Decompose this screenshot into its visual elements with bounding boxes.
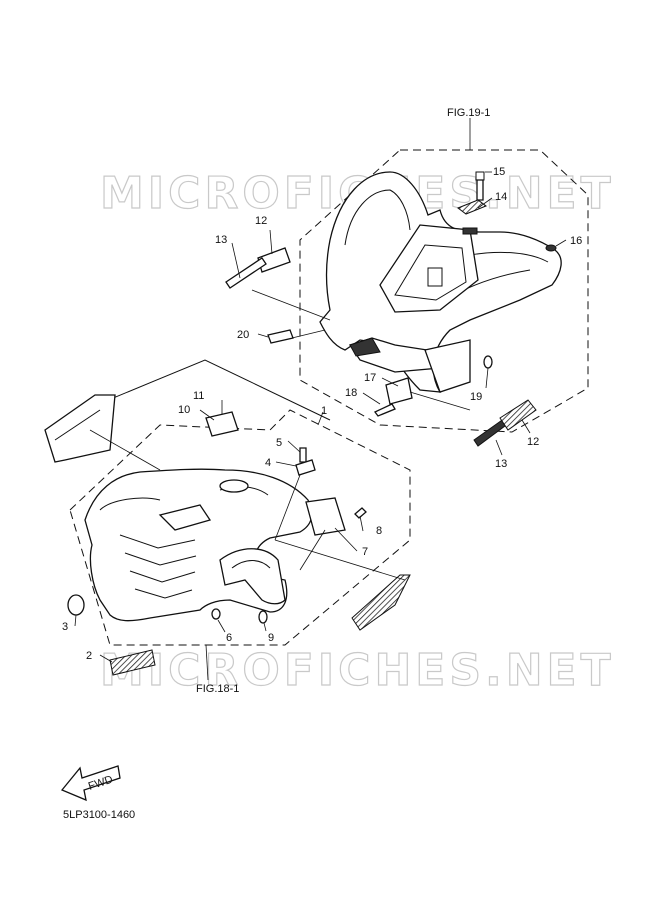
front-right-decal [351,574,411,631]
part-2-decal [109,649,156,676]
fender-left-crease [99,497,161,511]
callout-6: 6 [226,632,232,644]
part-9-washer [258,610,268,624]
callout-9: 9 [268,632,274,644]
fender-left-contour [344,189,411,246]
callout-3: 3 [62,621,68,633]
fwd-arrow: FWD [60,765,121,802]
callout-2: 2 [86,650,92,662]
storage-block [427,267,443,287]
part-20-tag [267,329,294,344]
callout-1: 1 [321,405,327,417]
part-19-clip [483,355,493,369]
part-16-grommet [545,244,557,252]
callout-12-lower: 12 [527,436,539,448]
part-4-plate [295,459,316,476]
part-8-screw [354,507,367,519]
part-7-plate [305,497,346,536]
rear-fender-group [225,118,589,456]
front-side-panel [44,394,116,463]
rear-fender-boundary [299,149,589,433]
mudflap-shade [349,337,381,357]
fuel-cap-opening [219,479,249,493]
callout-19: 19 [470,391,482,403]
storage-inner [394,244,467,301]
front-fender-boundary [69,409,411,646]
part-17-plate [385,377,413,405]
callout-15: 15 [493,166,505,178]
diagram-code: 5LP3100-1460 [63,809,135,821]
ref-fig-19-1: FIG.19-1 [447,107,490,119]
front-fender-group [44,359,411,681]
callout-20: 20 [237,329,249,341]
part-6-nut [211,608,221,620]
grille-line-4 [134,588,193,599]
callout-12-upper: 12 [255,215,267,227]
grille-line-3 [129,570,196,583]
grille-line-2 [124,552,197,566]
ref-fig-18-1: FIG.18-1 [196,683,239,695]
rear-side-panel [424,339,471,393]
watermark-bottom: MICROFICHES.NET [100,645,615,696]
part-12-decal-lower [499,399,537,431]
part-13-strip-upper [225,257,267,289]
callout-18: 18 [345,387,357,399]
part-3-lens [67,594,85,616]
callout-11: 11 [193,390,204,402]
callout-16: 16 [570,235,582,247]
callout-5: 5 [276,437,282,449]
callout-7: 7 [362,546,368,558]
part-5-bolt [299,447,307,463]
callout-13-lower: 13 [495,458,507,470]
part-15-bolt [476,179,484,201]
part-18-screw [374,403,396,417]
grille-line-1 [119,534,196,549]
callout-13-upper: 13 [215,234,227,246]
callout-14: 14 [495,191,507,203]
callout-4: 4 [265,457,271,469]
callout-17: 17 [364,372,376,384]
part-14-plate [456,199,488,215]
fender-right-contour [469,251,549,263]
front-wheel-arch [219,548,286,605]
part-10-11-decal [205,411,239,437]
callout-labels: FIG.19-1 FIG.18-1 15 14 16 12 13 20 17 1… [62,107,582,695]
storage-latch [462,227,478,235]
callout-8: 8 [376,525,382,537]
callout-10: 10 [178,404,190,416]
center-vent [158,504,212,531]
